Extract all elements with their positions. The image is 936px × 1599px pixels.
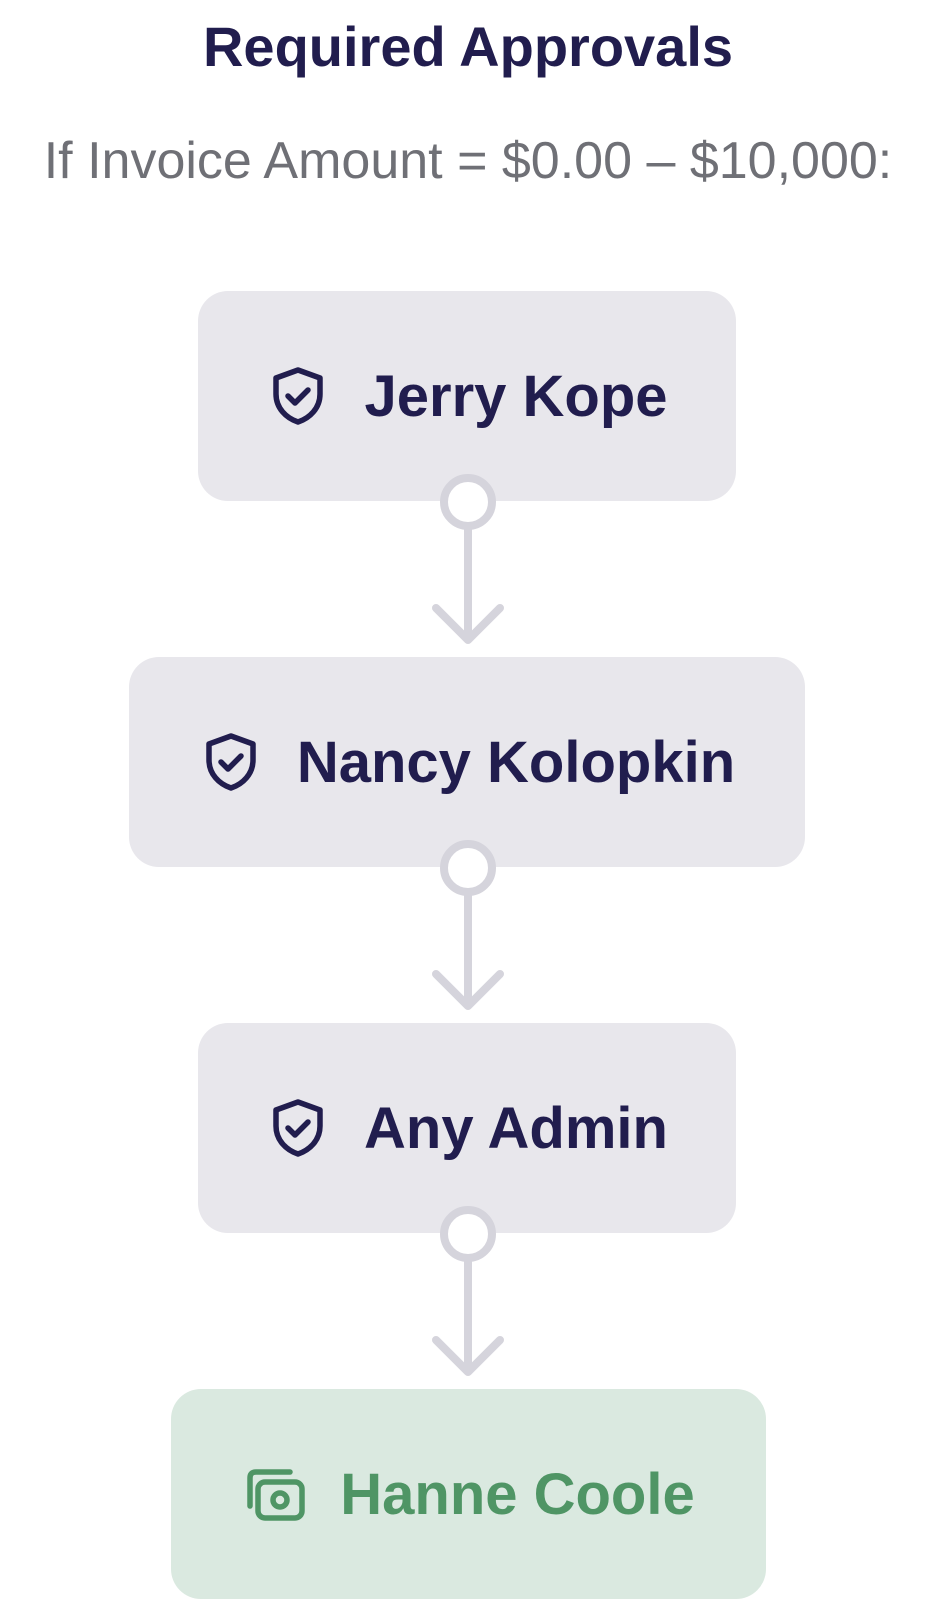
flow-connector-arrow xyxy=(432,840,504,1010)
cash-icon xyxy=(242,1462,306,1526)
shield-check-icon xyxy=(266,364,330,428)
approver-name: Jerry Kope xyxy=(364,363,668,429)
amount-condition: If Invoice Amount = $0.00 – $10,000: xyxy=(43,132,893,190)
approver-name: Nancy Kolopkin xyxy=(296,729,736,795)
payer-name: Hanne Coole xyxy=(340,1461,695,1527)
shield-check-icon xyxy=(199,730,263,794)
approver-step-2[interactable]: Nancy Kolopkin xyxy=(129,657,805,867)
page-title: Required Approvals xyxy=(202,15,734,78)
flow-connector-arrow xyxy=(432,1206,504,1376)
flow-connector-arrow xyxy=(432,474,504,644)
approver-step-1[interactable]: Jerry Kope xyxy=(198,291,736,501)
approver-name: Any Admin xyxy=(364,1095,668,1161)
shield-check-icon xyxy=(266,1096,330,1160)
approver-step-3[interactable]: Any Admin xyxy=(198,1023,736,1233)
payer-step[interactable]: Hanne Coole xyxy=(171,1389,766,1599)
